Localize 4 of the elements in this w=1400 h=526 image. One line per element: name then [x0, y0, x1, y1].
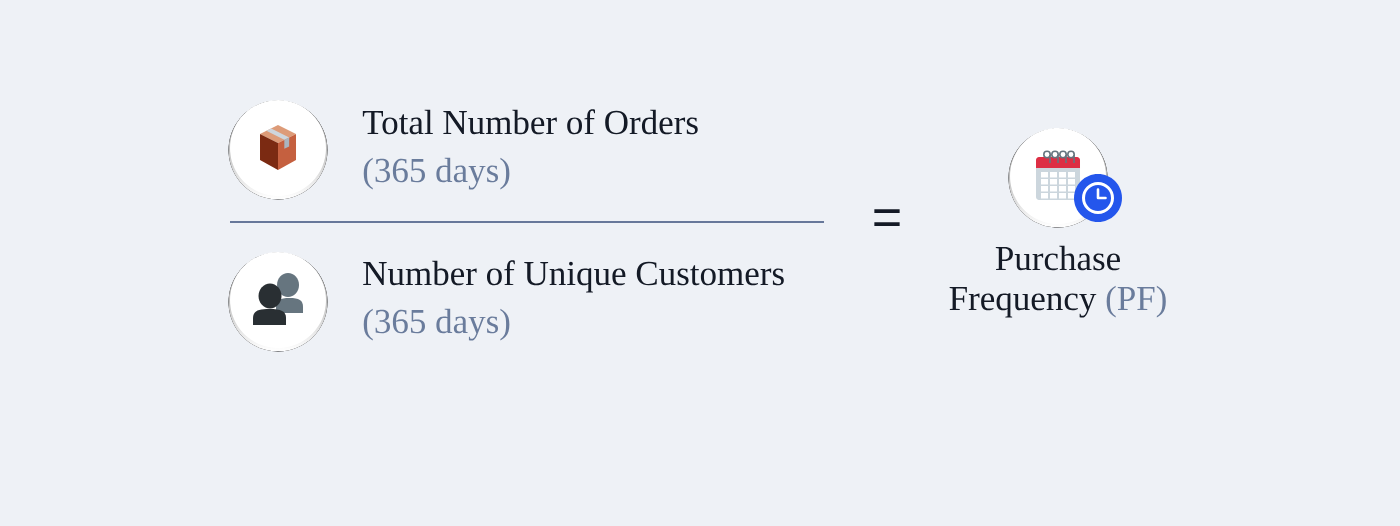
- denominator-label: Number of Unique Customers (365 days): [363, 260, 784, 341]
- numerator-label: Total Number of Orders (365 days): [362, 109, 698, 190]
- result-label: Purchase Frequency (PF): [949, 245, 1166, 318]
- equals-sign: =: [874, 209, 900, 226]
